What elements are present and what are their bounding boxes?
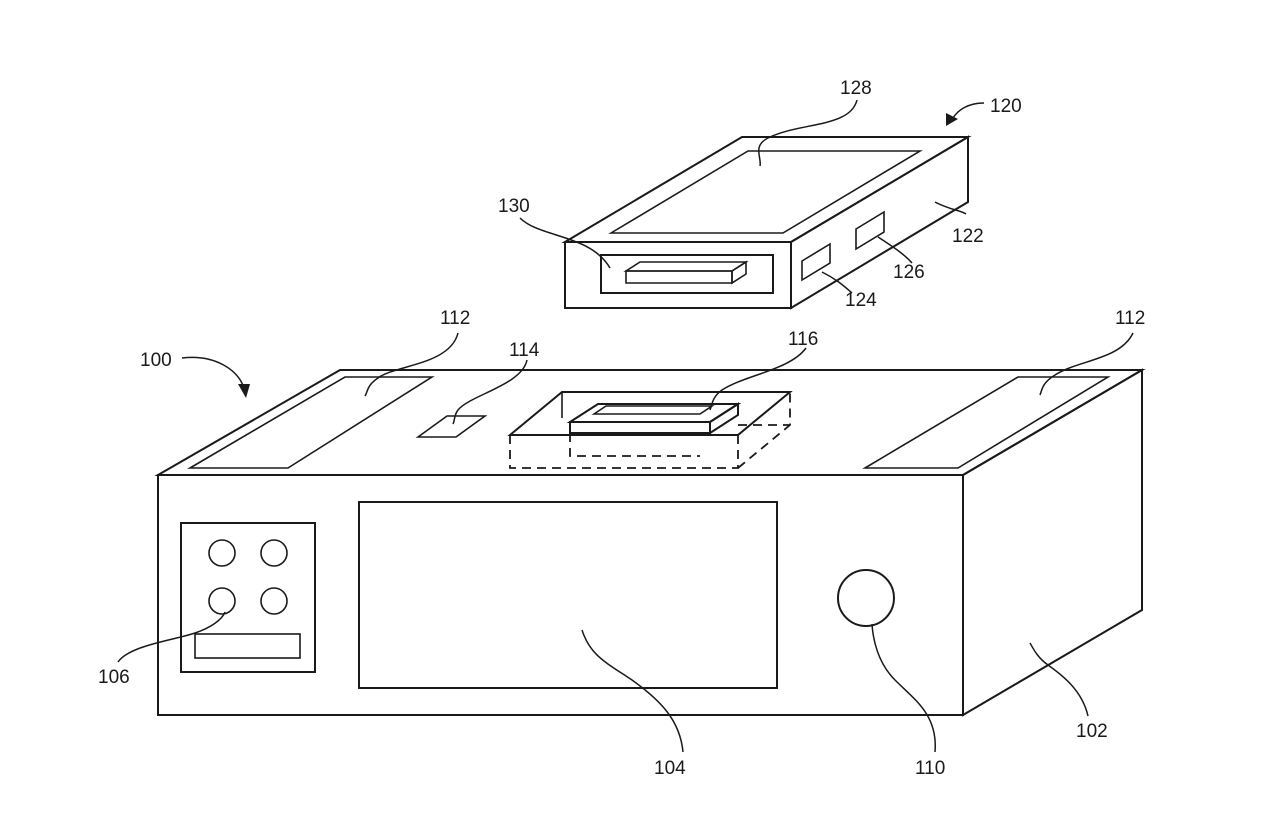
label-114: 114	[509, 340, 540, 361]
device-screen	[608, 150, 923, 234]
label-110: 110	[915, 758, 945, 779]
device-top-face	[561, 136, 972, 243]
device-connector-top	[623, 261, 749, 272]
button-bottom-left	[208, 587, 236, 615]
leader-116	[709, 347, 807, 411]
label-126: 126	[893, 262, 925, 283]
leader-106	[117, 611, 226, 663]
leader-102	[1029, 642, 1089, 717]
control-knob	[837, 569, 895, 627]
label-120: 120	[990, 96, 1022, 117]
base-front-face	[157, 474, 964, 716]
dock-recess-hidden-front	[509, 435, 739, 469]
label-100: 100	[140, 350, 172, 371]
button-bottom-right	[260, 587, 288, 615]
device-connector-opening	[600, 254, 774, 294]
device-port-126	[855, 210, 885, 251]
button-panel-frame	[180, 522, 316, 673]
dock-connector-front	[569, 421, 711, 434]
leader-130	[519, 217, 611, 269]
base-unit	[154, 368, 1146, 717]
label-106: 106	[98, 667, 130, 688]
dock-connector-plug	[591, 405, 715, 415]
speaker-left	[187, 376, 435, 469]
speaker-right	[862, 376, 1111, 469]
leader-lines	[117, 99, 1134, 753]
label-124: 124	[845, 290, 877, 311]
base-side-face	[962, 368, 1143, 717]
label-112-right: 112	[1115, 308, 1145, 329]
dock-recess-top-rim	[507, 391, 793, 436]
dock-recess	[507, 391, 793, 469]
arrows	[181, 102, 985, 398]
button-top-right	[260, 539, 288, 567]
device-side-face	[790, 135, 969, 310]
label-122: 122	[952, 226, 984, 247]
portable-device	[561, 135, 972, 310]
dock-recess-hidden-floor	[569, 433, 700, 457]
label-102: 102	[1076, 721, 1108, 742]
leader-104	[581, 629, 684, 753]
label-130: 130	[498, 196, 530, 217]
leader-124	[821, 271, 853, 294]
device-connector-side	[731, 260, 747, 285]
button-panel	[180, 522, 316, 673]
leader-112-left	[364, 332, 459, 397]
device-connector	[623, 260, 749, 285]
device-connector-front	[625, 270, 733, 284]
leader-122	[934, 201, 967, 215]
arrow-120-head	[946, 113, 958, 126]
button-top-left	[208, 539, 236, 567]
label-112-left: 112	[440, 308, 470, 329]
button-panel-slot	[194, 633, 301, 659]
arrow-100-shaft	[181, 356, 245, 389]
dock-recess-hidden-right	[737, 392, 791, 469]
slot	[415, 415, 488, 438]
label-104: 104	[654, 758, 686, 779]
device-port-124	[801, 242, 831, 282]
dock-connector-side	[709, 402, 739, 435]
label-128: 128	[840, 78, 872, 99]
display-screen	[358, 501, 778, 689]
leader-126	[877, 236, 913, 264]
reference-labels: 128 120 130 122 126 124 112 112 114 116 …	[98, 78, 1145, 779]
leader-114	[452, 359, 528, 425]
leader-128	[758, 99, 858, 167]
arrow-100-head	[238, 384, 250, 398]
leader-112-right	[1039, 332, 1134, 396]
device-front-face	[564, 241, 792, 309]
dock-connector	[566, 402, 742, 435]
label-116: 116	[788, 329, 818, 350]
leader-110	[871, 623, 936, 753]
arrow-120-shaft	[952, 102, 985, 119]
